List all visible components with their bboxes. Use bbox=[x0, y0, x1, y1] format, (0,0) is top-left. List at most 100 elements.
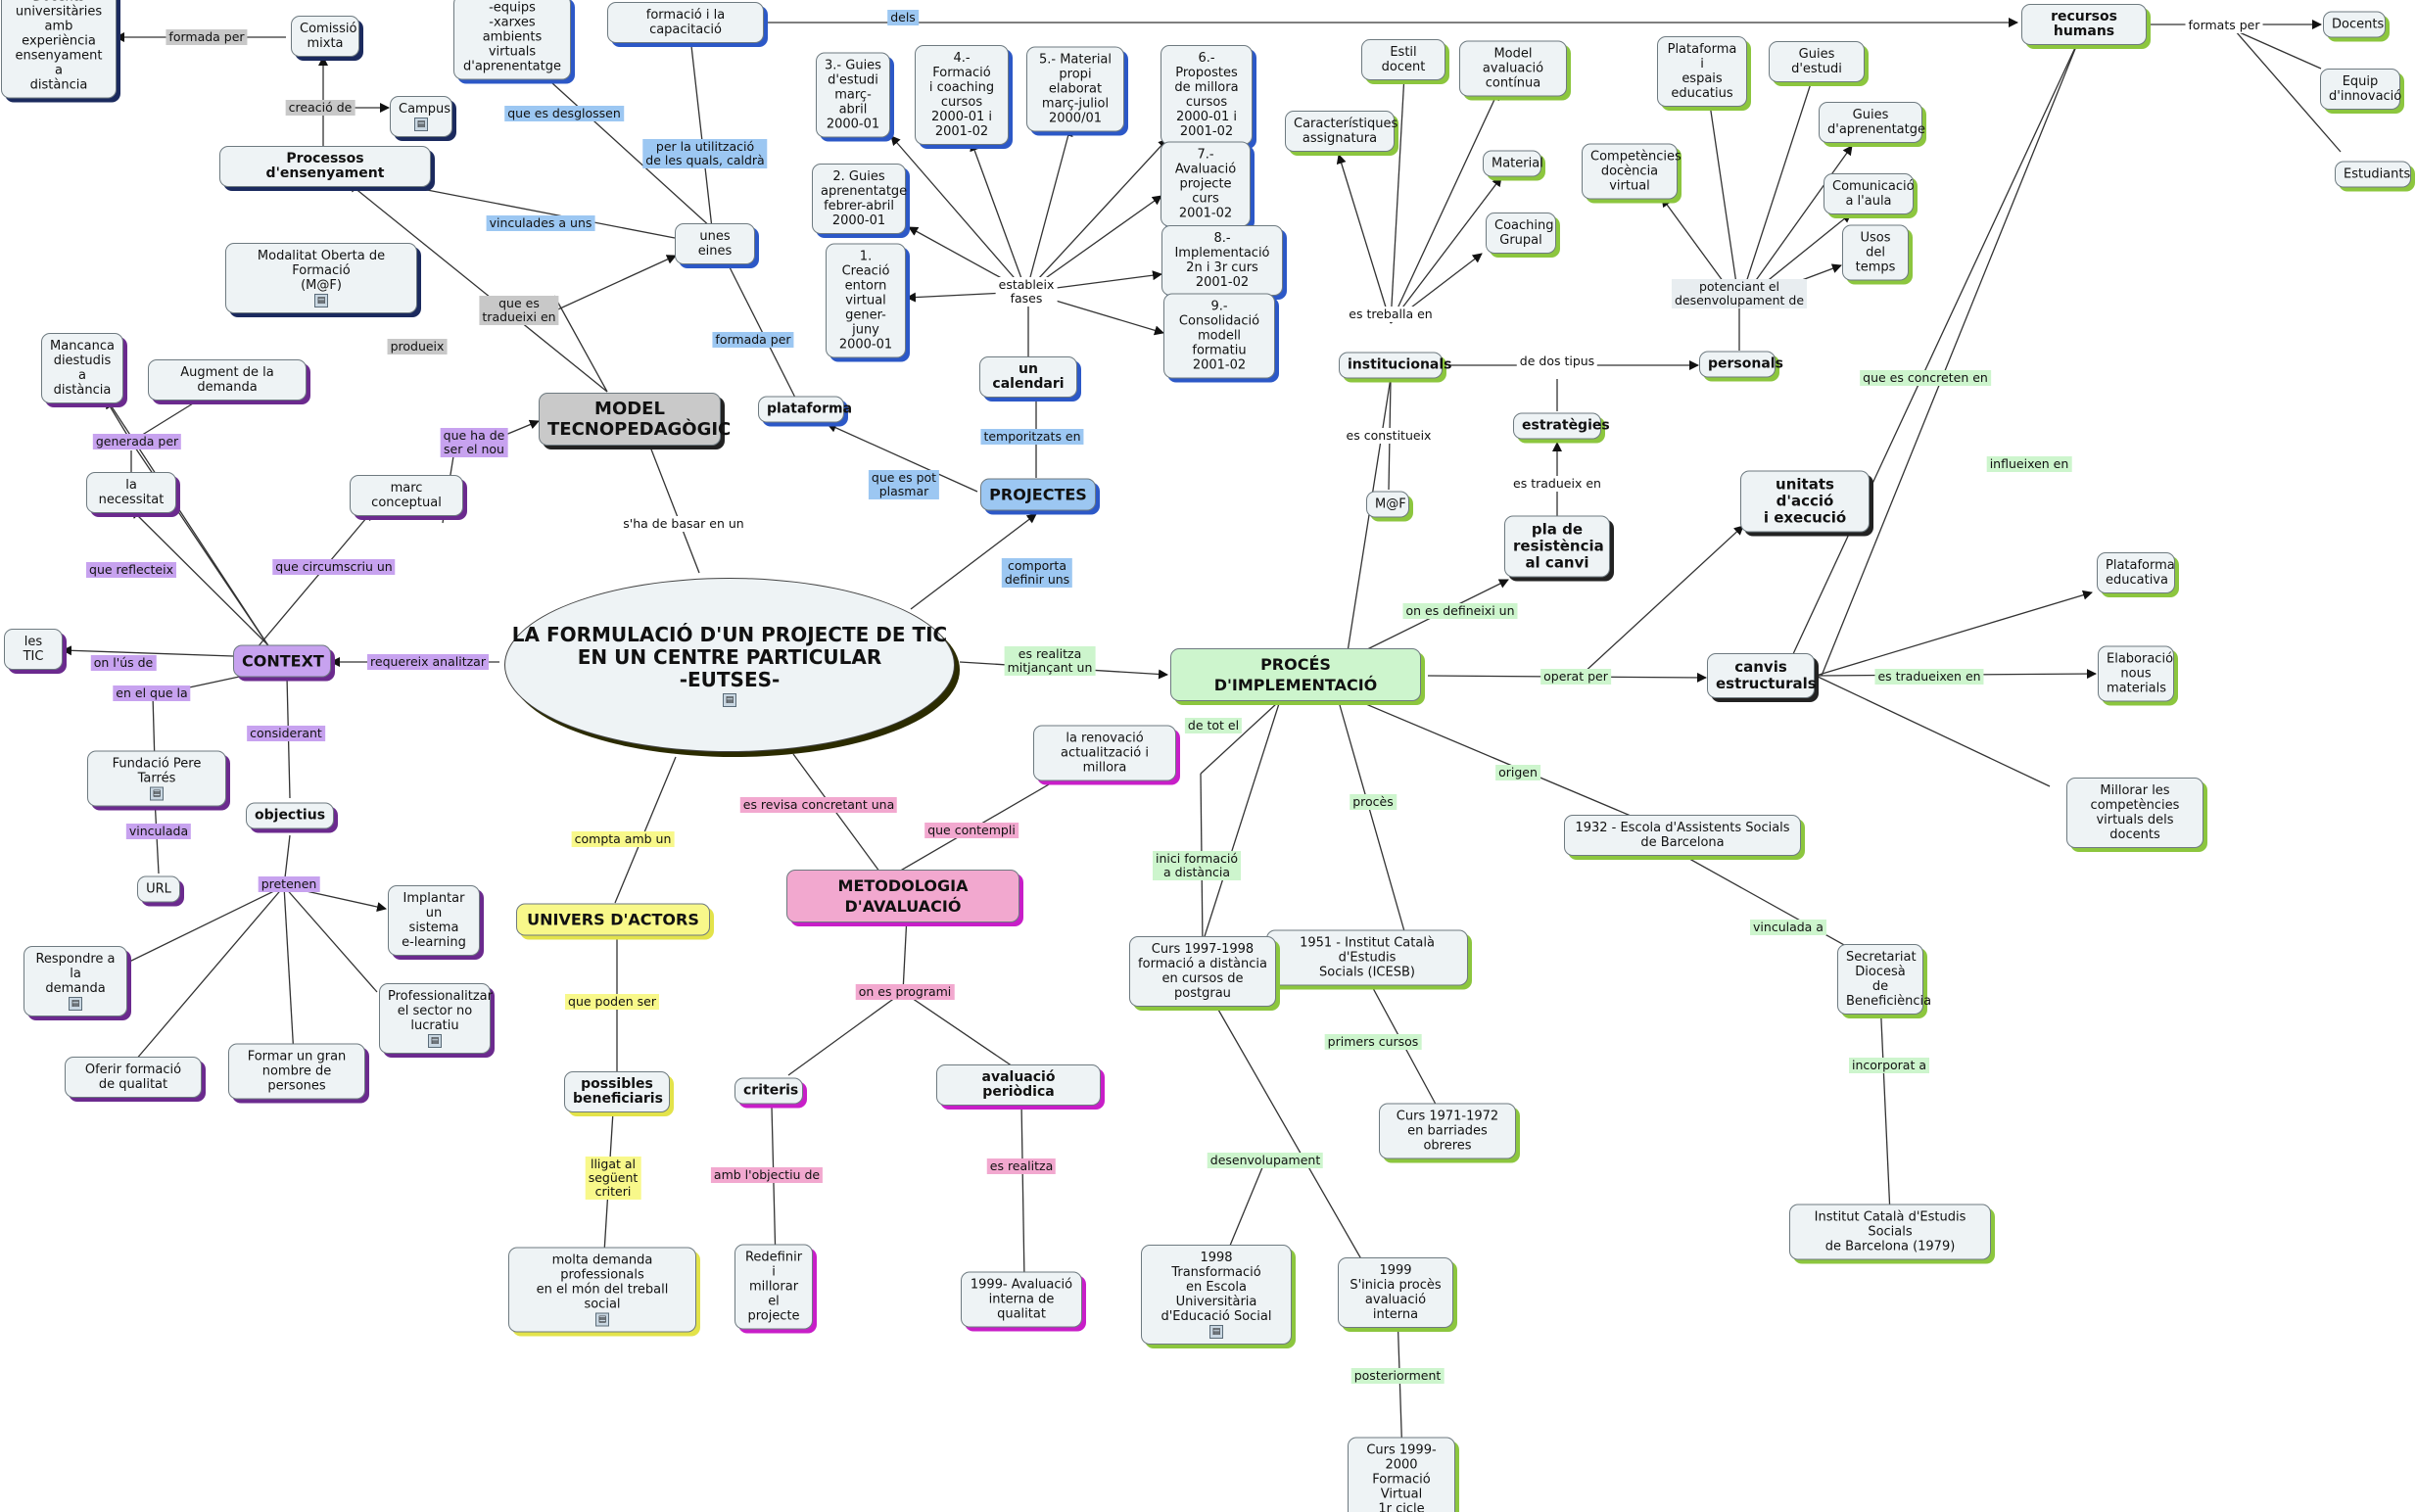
node-criteris[interactable]: criteris bbox=[734, 1077, 803, 1105]
node-guies-estudi[interactable]: Guies d'estudi bbox=[1769, 41, 1865, 82]
central-topic[interactable]: LA FORMULACIÓ D'UN PROJECTE DE TIC EN UN… bbox=[504, 578, 955, 752]
node-unitats-accio[interactable]: unitats d'acció i execució bbox=[1740, 470, 1870, 533]
node-possibles-beneficiaris[interactable]: possibles beneficiaris bbox=[564, 1071, 670, 1112]
node-les-tic[interactable]: les TIC bbox=[4, 629, 63, 670]
node-plataforma-educativa[interactable]: Plataforma educativa bbox=[2097, 552, 2175, 593]
node-objectius[interactable]: objectius bbox=[246, 802, 334, 829]
node-fase-4-formacio-coaching[interactable]: 4.- Formació i coaching cursos 2000-01 i… bbox=[915, 45, 1009, 145]
node-campus[interactable]: Campus▤ bbox=[390, 96, 452, 137]
node-fase-7-avaluacio-projecte[interactable]: 7.- Avaluació projecte curs 2001-02 bbox=[1161, 141, 1251, 227]
link-label-formada-per: formada per bbox=[166, 29, 248, 45]
node-docents-universitaries[interactable]: Docents universitàries amb experiència e… bbox=[1, 0, 117, 99]
node-model-tecnopedagogic[interactable]: MODEL TECNOPEDAGÒGIC bbox=[539, 393, 731, 446]
node-avaluacio-1999[interactable]: 1999 S'inicia procès avaluació interna bbox=[1338, 1257, 1453, 1328]
node-unes-eines[interactable]: unes eines bbox=[675, 223, 755, 264]
node-escola-1932[interactable]: 1932 - Escola d'Assistents Socials de Ba… bbox=[1564, 815, 1801, 856]
node-respondre-demanda[interactable]: Respondre a la demanda▤ bbox=[24, 946, 127, 1016]
link-label-vinculada-a: vinculada a bbox=[1750, 920, 1826, 935]
node-equip-innovacio[interactable]: Equip d'innovació bbox=[2320, 69, 2401, 110]
node-recursos-humans[interactable]: recursos humans bbox=[2021, 4, 2147, 45]
link-label-proces: procès bbox=[1350, 794, 1397, 810]
node-equips-xarxes[interactable]: -equips -xarxes ambients virtuals d'apre… bbox=[453, 0, 571, 80]
node-secretariat-diocesa[interactable]: Secretariat Diocesà de Beneficiència bbox=[1837, 944, 1931, 1015]
link-label-pretenen: pretenen bbox=[258, 876, 320, 892]
link-label-posteriorment: posteriorment bbox=[1350, 1368, 1445, 1384]
node-pla-resistencia[interactable]: pla de resistència al canvi bbox=[1504, 515, 1610, 578]
node-metodologia-avaluacio[interactable]: METODOLOGIA D'AVALUACIÓ bbox=[786, 870, 1019, 922]
node-institut-1979[interactable]: Institut Català d'Estudis Socials de Bar… bbox=[1789, 1204, 1991, 1260]
node-millorar-competencies[interactable]: Millorar les competències virtuals dels … bbox=[2066, 778, 2203, 848]
link-label-que-ha-de-ser: que ha de ser el nou bbox=[440, 428, 508, 457]
document-icon[interactable]: ▤ bbox=[414, 117, 428, 131]
node-processos-ensenyament[interactable]: Processos d'ensenyament bbox=[219, 146, 431, 187]
node-transformacio-1998[interactable]: 1998 Transformació en Escola Universitàr… bbox=[1141, 1245, 1292, 1345]
node-redefinir-projecte[interactable]: Redefinir i millorar el projecte bbox=[734, 1244, 813, 1330]
node-material[interactable]: Material bbox=[1483, 150, 1543, 177]
node-plataforma-espais[interactable]: Plataforma i espais educatius bbox=[1657, 36, 1747, 107]
node-fundacio-pere-tarres[interactable]: Fundació Pere Tarrés▤ bbox=[87, 750, 226, 807]
node-univers-actors[interactable]: UNIVERS D'ACTORS bbox=[516, 903, 710, 936]
node-fase-8-implementacio[interactable]: 8.- Implementació 2n i 3r curs 2001-02 bbox=[1161, 225, 1283, 296]
node-comissio-mixta[interactable]: Comissió mixta bbox=[291, 16, 359, 57]
document-icon[interactable]: ▤ bbox=[595, 1312, 609, 1326]
document-icon[interactable]: ▤ bbox=[150, 786, 164, 800]
node-url[interactable]: URL bbox=[137, 875, 180, 903]
node-mancanca-estudis[interactable]: Mancanca diestudis a distància bbox=[41, 333, 123, 403]
node-un-calendari[interactable]: un calendari bbox=[979, 356, 1077, 398]
node-institucionals[interactable]: institucionals bbox=[1339, 352, 1452, 379]
node-caracteristiques-assignatura[interactable]: Característiques assignatura bbox=[1285, 111, 1397, 152]
node-usos-temps[interactable]: Usos del temps bbox=[1842, 224, 1909, 281]
node-estil-docent[interactable]: Estil docent bbox=[1361, 39, 1445, 80]
node-elaboracio-materials[interactable]: Elaboració nous materials bbox=[2098, 645, 2174, 702]
node-fase-3-guies-estudi[interactable]: 3.- Guies d'estudi març-abril 2000-01 bbox=[816, 52, 890, 138]
node-molta-demanda[interactable]: molta demanda professionals en el món de… bbox=[508, 1247, 696, 1333]
node-oferir-formacio[interactable]: Oferir formació de qualitat bbox=[65, 1057, 202, 1098]
node-guies-aprenentatge[interactable]: Guies d'aprenentatge bbox=[1819, 102, 1925, 143]
document-icon[interactable]: ▤ bbox=[723, 692, 736, 707]
document-icon[interactable]: ▤ bbox=[428, 1033, 442, 1048]
node-model-avaluacio-continua[interactable]: Model avaluació contínua bbox=[1459, 40, 1567, 97]
node-fase-6-propostes[interactable]: 6.- Propostes de millora cursos 2000-01 … bbox=[1161, 45, 1253, 145]
node-fase-5-material-propi[interactable]: 5.- Material propi elaborat març-juliol … bbox=[1026, 46, 1124, 132]
connector-line-37 bbox=[256, 510, 373, 649]
node-augment-demanda[interactable]: Augment de la demanda bbox=[148, 359, 307, 401]
node-competencies-docencia[interactable]: Competències docència virtual bbox=[1582, 143, 1682, 200]
node-marc-conceptual[interactable]: marc conceptual bbox=[350, 475, 463, 516]
node-fase-2-guies-aprenentatge[interactable]: 2. Guies aprenentatge febrer-abril 2000-… bbox=[812, 164, 907, 234]
link-label-formada-per-plataforma: formada per bbox=[712, 332, 794, 348]
node-fase-1-creacio-entorn[interactable]: 1. Creació entorn virtual gener-juny 200… bbox=[826, 243, 906, 358]
connector-line-85 bbox=[1791, 38, 2080, 657]
node-formar-persones[interactable]: Formar un gran nombre de persones bbox=[228, 1043, 365, 1100]
node-icesb-1951[interactable]: 1951 - Institut Català d'Estudis Socials… bbox=[1266, 929, 1468, 986]
node-curs-1999-2000[interactable]: Curs 1999-2000 Formació Virtual 1r cicle bbox=[1348, 1437, 1455, 1512]
node-implantar-elearning[interactable]: Implantar un sistema e-learning bbox=[388, 885, 480, 956]
document-icon[interactable]: ▤ bbox=[1209, 1324, 1223, 1339]
document-icon[interactable]: ▤ bbox=[69, 996, 82, 1011]
node-docents[interactable]: Docents bbox=[2323, 11, 2386, 38]
node-la-necessitat[interactable]: la necessitat bbox=[86, 472, 176, 513]
node-avaluacio-periodica[interactable]: avaluació periòdica bbox=[936, 1064, 1101, 1106]
node-context[interactable]: CONTEXT bbox=[233, 644, 331, 678]
node-plataforma[interactable]: plataforma bbox=[758, 396, 852, 423]
node-modalitat-oberta[interactable]: Modalitat Oberta de Formació (M@F)▤ bbox=[225, 243, 417, 313]
connector-line-86 bbox=[1821, 38, 2081, 677]
document-icon[interactable]: ▤ bbox=[314, 293, 328, 307]
node-maf[interactable]: M@F bbox=[1366, 491, 1409, 518]
connector-line-91 bbox=[1335, 690, 1632, 817]
node-formacio-capacitacio[interactable]: formació i la capacitació bbox=[607, 2, 764, 43]
node-estudiants[interactable]: Estudiants bbox=[2335, 161, 2411, 188]
node-personals[interactable]: personals bbox=[1699, 351, 1783, 378]
node-coaching-grupal[interactable]: Coaching Grupal bbox=[1486, 213, 1556, 254]
node-curs-1997[interactable]: Curs 1997-1998 formació a distància en c… bbox=[1129, 936, 1276, 1007]
node-canvis-estructurals[interactable]: canvis estructurals bbox=[1707, 653, 1817, 698]
node-la-renovacio[interactable]: la renovació actualització i millora bbox=[1033, 725, 1176, 781]
link-label-primers-cursos: primers cursos bbox=[1324, 1034, 1422, 1050]
node-professionalitzar[interactable]: Professionalitzar el sector no lucratiu▤ bbox=[379, 983, 493, 1054]
node-avaluacio-interna-1999[interactable]: 1999- Avaluació interna de qualitat bbox=[961, 1271, 1082, 1328]
node-curs-1971[interactable]: Curs 1971-1972 en barriades obreres bbox=[1379, 1103, 1516, 1159]
node-comunicacio-aula[interactable]: Comunicació a l'aula bbox=[1824, 173, 1915, 214]
node-fase-9-consolidacio[interactable]: 9.- Consolidació modell formatiu 2001-02 bbox=[1163, 293, 1275, 379]
node-proces-implementacio[interactable]: PROCÉS D'IMPLEMENTACIÓ bbox=[1170, 648, 1421, 701]
node-estrategies[interactable]: estratègies bbox=[1513, 412, 1610, 440]
node-projectes[interactable]: PROJECTES bbox=[980, 478, 1096, 511]
